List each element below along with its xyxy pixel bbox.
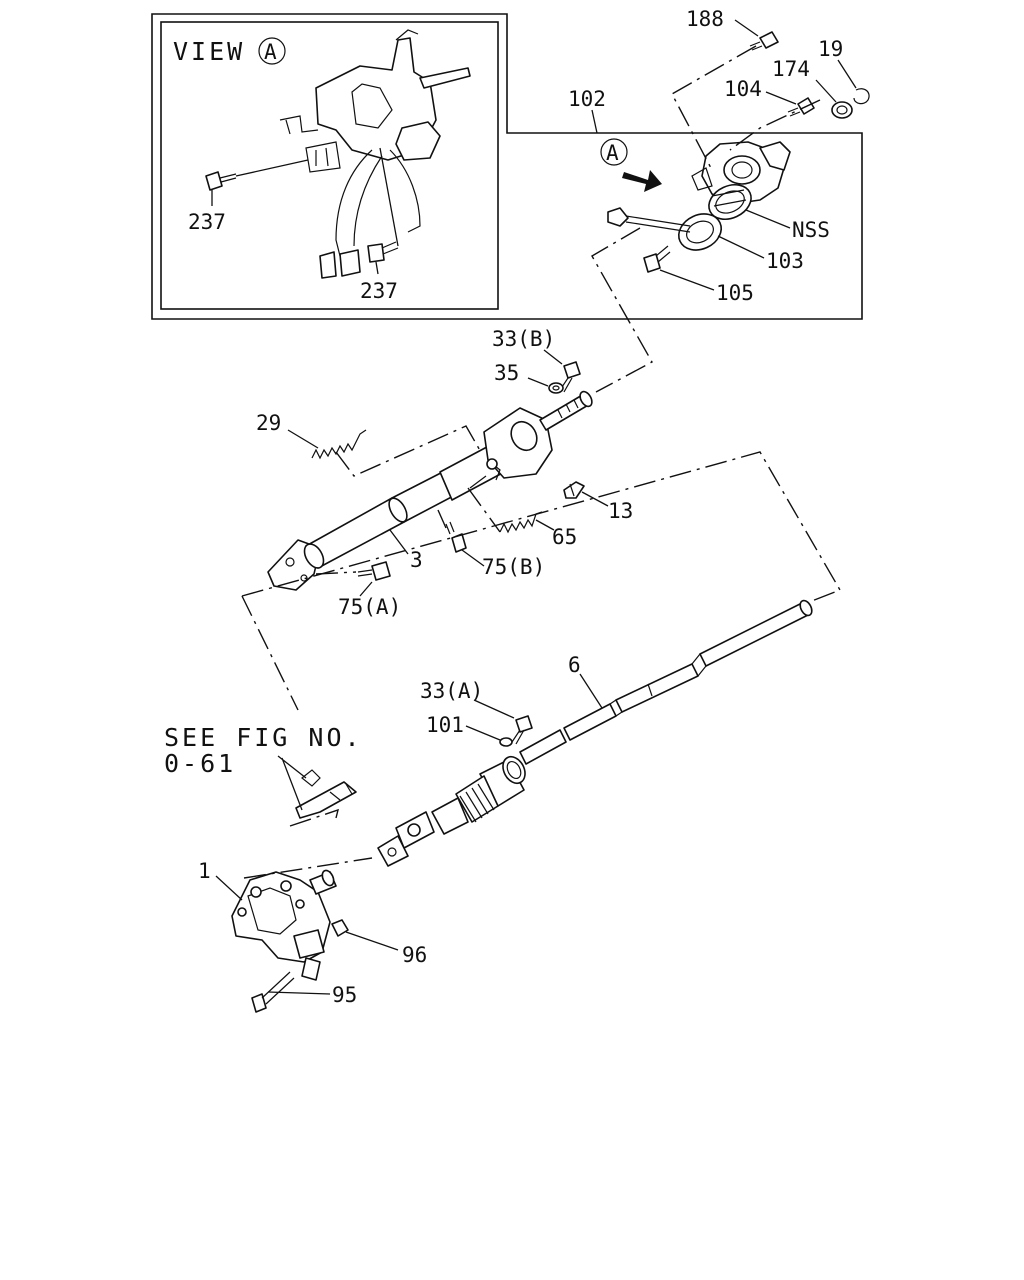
callout-96: 96 xyxy=(402,943,427,967)
spring-65 xyxy=(499,511,543,534)
callout-33b: 33(B) xyxy=(492,327,555,351)
callout-95: 95 xyxy=(332,983,357,1007)
callout-102: 102 xyxy=(568,87,606,111)
screw-188 xyxy=(749,31,779,51)
callout-103: 103 xyxy=(766,249,804,273)
callout-75a: 75(A) xyxy=(338,595,401,619)
callout-33a: 33(A) xyxy=(420,679,483,703)
detail-frame xyxy=(151,13,863,320)
callout-104: 104 xyxy=(724,77,762,101)
arrow-view-a xyxy=(622,170,662,192)
nut-96 xyxy=(331,919,349,937)
bolt-75a xyxy=(357,561,391,581)
callout-nss: NSS xyxy=(792,218,830,242)
callout-188: 188 xyxy=(686,7,724,31)
clip-19 xyxy=(853,88,870,105)
lock-lever-rod xyxy=(607,207,691,233)
callout-13: 13 xyxy=(608,499,633,523)
callout-101: 101 xyxy=(426,713,464,737)
intermediate-shaft-6 xyxy=(519,599,813,765)
see-fig-line2: 0-61 xyxy=(164,749,236,778)
see-fig-line1: SEE FIG NO. xyxy=(164,723,363,752)
pin-13 xyxy=(563,481,585,499)
callout-174: 174 xyxy=(772,57,810,81)
upper-column-3 xyxy=(267,390,593,591)
view-a-letter: A xyxy=(264,40,277,64)
arrow-a-letter-circle xyxy=(600,138,628,166)
callout-65: 65 xyxy=(552,525,577,549)
ring-nss xyxy=(708,183,752,221)
bolt-33b xyxy=(559,361,581,393)
steering-gearbox-1 xyxy=(231,869,337,981)
bolt-237-lower xyxy=(367,241,399,263)
view-a-letter-circle xyxy=(258,37,286,65)
bushing-174 xyxy=(831,101,853,119)
callout-35: 35 xyxy=(494,361,519,385)
callout-6: 6 xyxy=(568,653,581,677)
spring-29 xyxy=(311,429,367,460)
callout-105: 105 xyxy=(716,281,754,305)
view-a-label: VIEW xyxy=(173,37,245,66)
bolt-33a xyxy=(511,715,533,745)
bolt-237-upper xyxy=(205,171,237,191)
ring-103 xyxy=(678,213,722,251)
callout-1: 1 xyxy=(198,859,211,883)
lower-shaft-assembly xyxy=(377,755,526,867)
bolt-95 xyxy=(251,971,295,1013)
washer-101 xyxy=(499,737,513,747)
view-a-inner-frame xyxy=(160,21,499,310)
bracket-0-61 xyxy=(295,769,357,819)
callout-29: 29 xyxy=(256,411,281,435)
view-a-ignition-bracket xyxy=(279,29,471,279)
callout-237-b: 237 xyxy=(360,279,398,303)
screw-104 xyxy=(787,97,815,117)
bolt-75b xyxy=(445,521,467,553)
arrow-a-letter: A xyxy=(606,141,619,165)
washer-35 xyxy=(548,382,564,394)
callout-3: 3 xyxy=(410,548,423,572)
callout-19: 19 xyxy=(818,37,843,61)
bolt-105 xyxy=(643,245,671,273)
callout-75b: 75(B) xyxy=(482,555,545,579)
callout-237-a: 237 xyxy=(188,210,226,234)
